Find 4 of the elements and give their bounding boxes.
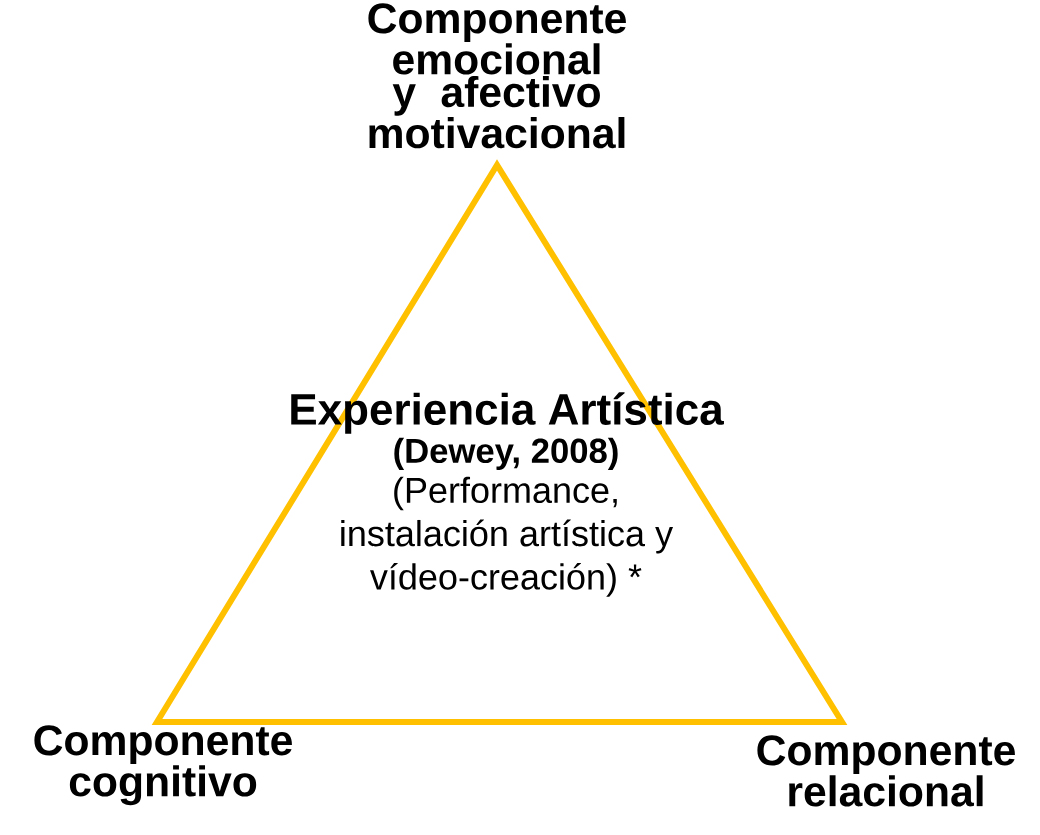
body-text: (Dewey, 2008) xyxy=(394,437,618,470)
body-text: (Performance, instalación artística y vídeo-creación) * xyxy=(341,476,673,597)
vertex-label: Componente cognitivo xyxy=(34,725,292,806)
vertex-label: Componente relacional xyxy=(757,735,1015,807)
